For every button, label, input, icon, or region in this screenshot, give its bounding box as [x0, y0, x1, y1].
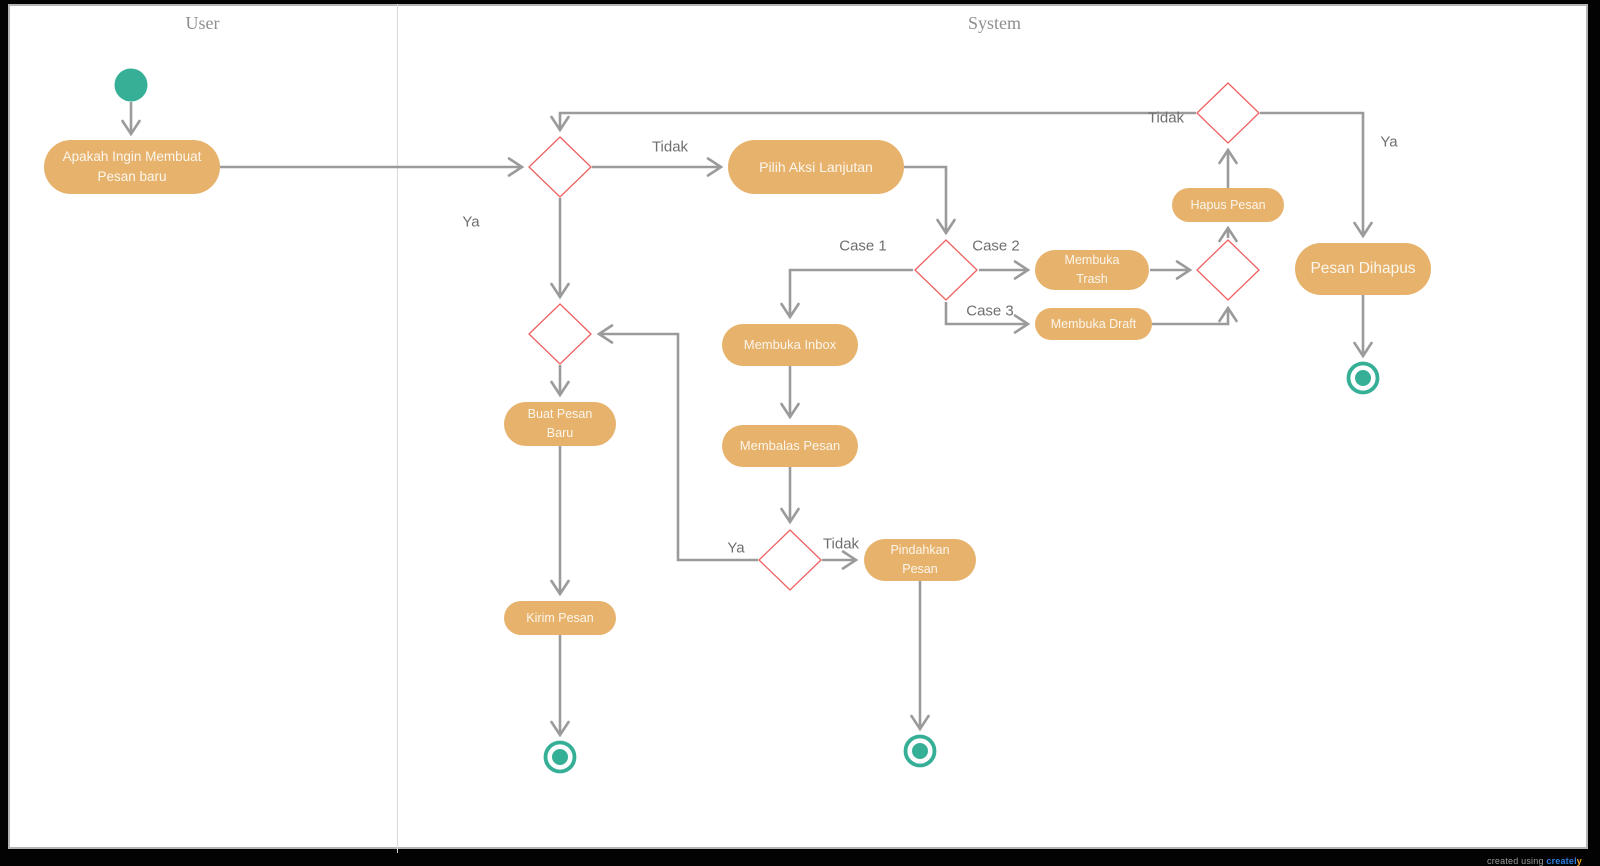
edge-label-tidak-3: Tidak: [822, 535, 860, 553]
watermark-brand-tail: y: [1576, 856, 1582, 866]
edge-label-case-2: Case 2: [972, 237, 1020, 255]
activity-membuka-trash[interactable]: Membuka Trash: [1035, 250, 1149, 290]
edge-label-ya-2: Ya: [1380, 133, 1398, 151]
creately-watermark: created using creately: [1487, 856, 1582, 866]
activity-hapus-pesan[interactable]: Hapus Pesan: [1172, 188, 1284, 222]
activity-buat-pesan-baru[interactable]: Buat Pesan Baru: [504, 402, 616, 446]
activity-membalas-pesan[interactable]: Membalas Pesan: [722, 425, 858, 467]
edge-label-case-3: Case 3: [966, 302, 1014, 320]
watermark-prefix: created using: [1487, 856, 1547, 866]
lane-divider: [397, 4, 398, 853]
activity-apakah-ingin-membuat[interactable]: Apakah Ingin Membuat Pesan baru: [44, 140, 220, 194]
edge-label-ya-1: Ya: [462, 213, 480, 231]
lane-header-user: User: [185, 13, 220, 33]
activity-membuka-draft[interactable]: Membuka Draft: [1035, 308, 1152, 340]
activity-pilih-aksi-lanjutan[interactable]: Pilih Aksi Lanjutan: [728, 140, 904, 194]
activity-kirim-pesan[interactable]: Kirim Pesan: [504, 601, 616, 635]
activity-membuka-inbox[interactable]: Membuka Inbox: [722, 324, 858, 366]
activity-pesan-dihapus[interactable]: Pesan Dihapus: [1295, 243, 1431, 295]
watermark-brand: createl: [1546, 856, 1577, 866]
edge-label-case-1: Case 1: [839, 237, 887, 255]
edge-label-tidak-2: Tidak: [1147, 109, 1185, 127]
lane-header-system: System: [967, 13, 1021, 33]
activity-pindahkan-pesan[interactable]: Pindahkan Pesan: [864, 539, 976, 581]
edge-label-ya-3: Ya: [727, 539, 745, 557]
edge-label-tidak-1: Tidak: [651, 138, 689, 156]
